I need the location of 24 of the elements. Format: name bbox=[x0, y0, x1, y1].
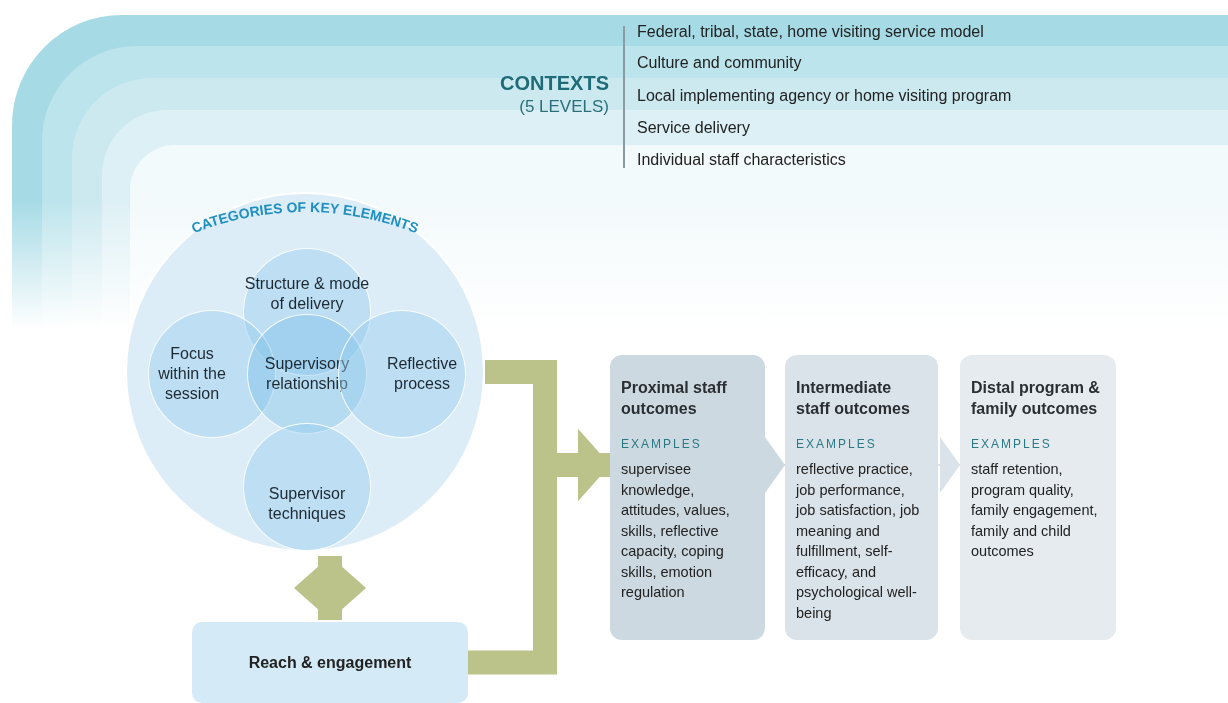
examples-label: EXAMPLES bbox=[621, 437, 703, 451]
examples-text: reflective practice, job performance, job satisfaction, job meaning and fulfillment, self-efficacy, and psychological well-being bbox=[796, 460, 921, 623]
examples-label: EXAMPLES bbox=[796, 437, 878, 451]
examples-text: supervisee knowledge, attitudes, values, skills, reflective capacity, coping skills, emotion regulation bbox=[621, 460, 731, 602]
contexts-heading: CONTEXTS bbox=[500, 72, 609, 95]
contexts-subheading: (5 LEVELS) bbox=[519, 97, 609, 117]
arrow bbox=[294, 556, 366, 620]
outcome-box bbox=[610, 355, 765, 640]
outcome-box bbox=[960, 355, 1116, 640]
box-heading: Proximal staff outcomes bbox=[621, 378, 728, 419]
reach-box: Reach & engagement bbox=[192, 622, 468, 703]
context-level: Culture and community bbox=[637, 54, 802, 72]
arrow bbox=[937, 437, 961, 493]
examples-label: EXAMPLES bbox=[971, 437, 1053, 451]
context-level: Local implementing agency or home visiting program bbox=[637, 87, 1012, 105]
box-heading: Intermediate staff outcomes bbox=[796, 378, 911, 419]
context-level: Federal, tribal, state, home visiting service model bbox=[637, 23, 984, 41]
outcome-box bbox=[785, 355, 938, 640]
examples-text: staff retention, program quality, family engagement, family and child outcomes bbox=[971, 460, 1099, 561]
category-circle: Supervisor techniques bbox=[243, 423, 371, 551]
arrow bbox=[764, 437, 786, 493]
box-heading: Distal program & family outcomes bbox=[971, 378, 1101, 419]
context-level: Service delivery bbox=[637, 119, 750, 137]
context-level: Individual staff characteristics bbox=[637, 151, 846, 169]
